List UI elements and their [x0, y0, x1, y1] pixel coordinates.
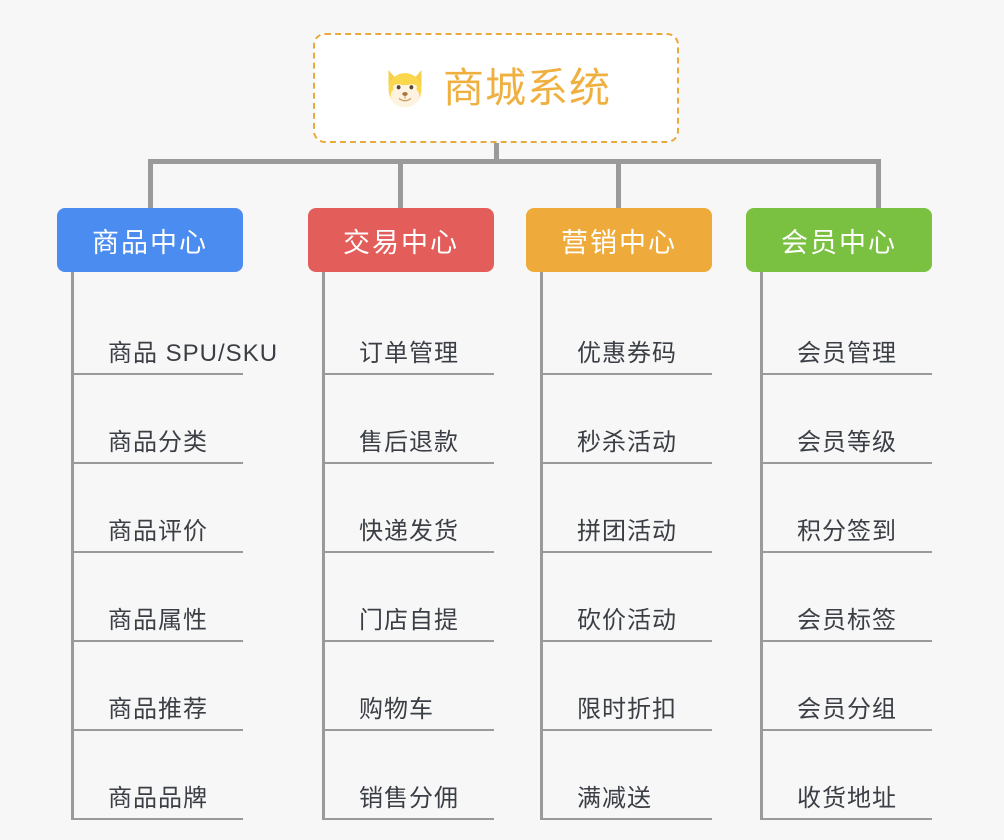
leaf-list-2: 订单管理 售后退款 快递发货 门店自提 购物车 销售分佣 [322, 272, 494, 820]
leaf-item[interactable]: 售后退款 [325, 375, 494, 464]
leaf-item[interactable]: 砍价活动 [543, 553, 712, 642]
branch-header-3[interactable]: 营销中心 [526, 208, 712, 272]
leaf-item[interactable]: 销售分佣 [325, 731, 494, 820]
leaf-label: 积分签到 [797, 517, 897, 545]
leaf-item[interactable]: 会员管理 [763, 286, 932, 375]
branch-header-label-2: 交易中心 [343, 227, 459, 258]
root-title: 商城系统 [443, 64, 611, 111]
leaf-label: 秒杀活动 [577, 428, 677, 456]
branch-header-label-3: 营销中心 [561, 227, 677, 258]
leaf-label: 商品评价 [108, 517, 208, 545]
branch-column-4: 会员中心 会员管理 会员等级 积分签到 会员标签 会员分组 收货地址 [746, 208, 932, 820]
leaf-item[interactable]: 会员等级 [763, 375, 932, 464]
branch-header-label-1: 商品中心 [92, 227, 208, 258]
leaf-item[interactable]: 商品分类 [74, 375, 243, 464]
leaf-label: 会员分组 [797, 695, 897, 723]
branch-header-1[interactable]: 商品中心 [57, 208, 243, 272]
leaf-item[interactable]: 积分签到 [763, 464, 932, 553]
leaf-item[interactable]: 快递发货 [325, 464, 494, 553]
leaf-item[interactable]: 收货地址 [763, 731, 932, 820]
connector-drop-3 [616, 159, 621, 209]
connector-drop-2 [398, 159, 403, 209]
leaf-item[interactable]: 会员标签 [763, 553, 932, 642]
connector-root-stem [494, 143, 499, 164]
leaf-item[interactable]: 限时折扣 [543, 642, 712, 731]
leaf-label: 会员等级 [797, 428, 897, 456]
leaf-item[interactable]: 拼团活动 [543, 464, 712, 553]
leaf-label: 会员标签 [797, 606, 897, 634]
leaf-label: 商品推荐 [108, 695, 208, 723]
branch-header-4[interactable]: 会员中心 [746, 208, 932, 272]
leaf-label: 订单管理 [359, 339, 459, 367]
leaf-list-4: 会员管理 会员等级 积分签到 会员标签 会员分组 收货地址 [760, 272, 932, 820]
leaf-label: 售后退款 [359, 428, 459, 456]
connector-horizontal-bus [150, 159, 881, 164]
leaf-label: 拼团活动 [577, 517, 677, 545]
leaf-label: 商品分类 [108, 428, 208, 456]
dog-face-icon [388, 70, 422, 108]
leaf-item[interactable]: 商品品牌 [74, 731, 243, 820]
leaf-label: 购物车 [359, 695, 434, 723]
leaf-item[interactable]: 购物车 [325, 642, 494, 731]
leaf-item[interactable]: 满减送 [543, 731, 712, 820]
leaf-label: 商品品牌 [108, 784, 208, 812]
leaf-label: 限时折扣 [577, 695, 677, 723]
connector-drop-1 [148, 159, 153, 209]
leaf-label: 商品属性 [108, 606, 208, 634]
leaf-item[interactable]: 优惠券码 [543, 286, 712, 375]
leaf-label: 满减送 [577, 784, 652, 812]
branch-column-3: 营销中心 优惠券码 秒杀活动 拼团活动 砍价活动 限时折扣 满减送 [526, 208, 712, 820]
leaf-label: 收货地址 [797, 784, 897, 812]
leaf-item[interactable]: 商品 SPU/SKU [74, 286, 277, 375]
leaf-list-1: 商品 SPU/SKU 商品分类 商品评价 商品属性 商品推荐 商品品牌 [71, 272, 277, 820]
connector-drop-4 [876, 159, 881, 209]
leaf-item[interactable]: 订单管理 [325, 286, 494, 375]
leaf-item[interactable]: 商品推荐 [74, 642, 243, 731]
leaf-label: 砍价活动 [577, 606, 677, 634]
leaf-item[interactable]: 商品属性 [74, 553, 243, 642]
leaf-label: 优惠券码 [577, 339, 677, 367]
branch-header-label-4: 会员中心 [781, 227, 897, 258]
leaf-label: 商品 SPU/SKU [108, 339, 279, 367]
branch-header-2[interactable]: 交易中心 [308, 208, 494, 272]
leaf-list-3: 优惠券码 秒杀活动 拼团活动 砍价活动 限时折扣 满减送 [540, 272, 712, 820]
root-node[interactable]: 商城系统 [313, 33, 679, 143]
branch-column-2: 交易中心 订单管理 售后退款 快递发货 门店自提 购物车 销售分佣 [308, 208, 494, 820]
leaf-label: 门店自提 [359, 606, 459, 634]
leaf-item[interactable]: 会员分组 [763, 642, 932, 731]
branch-column-1: 商品中心 商品 SPU/SKU 商品分类 商品评价 商品属性 商品推荐 商品品牌 [57, 208, 277, 820]
leaf-item[interactable]: 门店自提 [325, 553, 494, 642]
leaf-label: 会员管理 [797, 339, 897, 367]
leaf-item[interactable]: 秒杀活动 [543, 375, 712, 464]
leaf-label: 快递发货 [359, 517, 459, 545]
leaf-item[interactable]: 商品评价 [74, 464, 243, 553]
leaf-label: 销售分佣 [359, 784, 459, 812]
